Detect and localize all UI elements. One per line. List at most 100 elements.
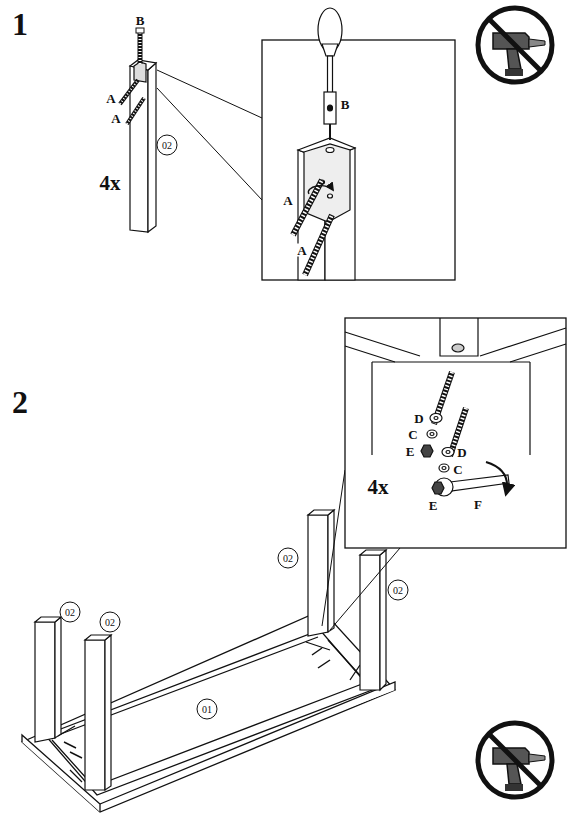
part-letter: D	[456, 446, 467, 459]
callout-number: 02	[157, 135, 178, 156]
washer-nut	[421, 414, 454, 473]
washer-nut	[442, 448, 454, 457]
hanger-bolt	[293, 180, 322, 235]
step-number: 1	[11, 8, 29, 40]
hanger-bolt	[120, 80, 138, 104]
hanger-bolt	[120, 80, 138, 104]
dowel-screw	[324, 92, 336, 124]
leader-line	[157, 70, 262, 118]
callout-number: 02	[60, 602, 81, 623]
detail-frame	[262, 40, 455, 280]
table-leg	[360, 550, 386, 555]
dowel-screw	[136, 28, 144, 64]
table-leg	[55, 617, 61, 738]
table-leg	[35, 617, 61, 622]
table-leg	[308, 510, 334, 515]
hanger-bolt	[120, 80, 144, 124]
part-letter: D	[413, 412, 424, 425]
part-letter: B	[340, 98, 351, 111]
leader-line	[322, 470, 345, 626]
callout-number: 02	[100, 612, 121, 633]
hanger-bolt	[293, 180, 333, 275]
table-leg	[130, 66, 148, 232]
hanger-bolt	[305, 215, 332, 275]
table-leg	[328, 510, 334, 632]
dowel-screw	[328, 105, 333, 111]
small-bolts	[318, 660, 330, 668]
table-leg	[326, 148, 334, 153]
seat-board	[22, 610, 395, 812]
part-letter: A	[105, 92, 116, 105]
wrench	[450, 475, 509, 491]
turn-arrow	[486, 462, 507, 494]
quantity: 4x	[367, 477, 390, 498]
hanger-bolt	[434, 372, 452, 424]
part-letter: C	[407, 428, 418, 441]
hanger-bolt	[127, 98, 144, 124]
seat-board	[45, 630, 372, 795]
table-leg	[304, 144, 350, 222]
small-bolts	[70, 752, 82, 758]
dowel-screw	[138, 30, 143, 64]
bench-corner	[345, 332, 420, 362]
washer-nut	[442, 467, 446, 470]
washer-nut	[430, 433, 434, 436]
table-leg	[134, 62, 146, 82]
callout-number: 01	[197, 699, 218, 720]
dowel-screw	[136, 28, 144, 33]
no-drill-icon	[478, 723, 552, 797]
bench-corner	[480, 328, 566, 362]
hanger-bolt	[127, 98, 144, 124]
bench-corner	[452, 344, 464, 352]
screwdriver	[328, 56, 333, 96]
small-bolts	[64, 742, 76, 748]
quantity: 4x	[99, 173, 122, 194]
washer-nut	[421, 445, 433, 457]
washer-nut	[430, 414, 442, 423]
screwdriver	[322, 44, 338, 56]
table-leg	[148, 63, 156, 232]
table-leg	[85, 635, 111, 640]
hanger-bolt	[434, 372, 452, 424]
washer-nut	[446, 451, 450, 454]
seat-board	[22, 610, 395, 812]
hanger-bolt	[305, 215, 332, 275]
washer-nut	[439, 464, 449, 472]
detail-frame	[345, 318, 566, 548]
seat-board	[52, 637, 366, 789]
table-leg	[328, 194, 333, 198]
part-letter: A	[110, 112, 121, 125]
washer-nut	[434, 417, 438, 420]
table-leg	[35, 622, 55, 742]
part-letter: C	[452, 463, 463, 476]
callout-number: 02	[278, 548, 299, 569]
screwdriver	[318, 8, 342, 96]
dowel-screw	[329, 124, 331, 140]
turn-arrow	[486, 462, 507, 494]
bench-corner	[345, 318, 566, 455]
dowel-screw	[139, 30, 142, 64]
bench-corner	[440, 318, 478, 356]
table-leg	[105, 635, 111, 790]
detail-frame	[262, 40, 455, 280]
detail-frame	[345, 318, 566, 548]
leader-line	[157, 88, 262, 200]
no-drill-icon	[478, 8, 552, 82]
dowel-screw	[324, 92, 336, 140]
part-letter: A	[282, 194, 293, 207]
small-bolts	[312, 648, 322, 655]
leader-line	[157, 70, 262, 200]
part-letter: E	[405, 445, 416, 458]
wrench	[432, 482, 444, 494]
callout-number: 02	[388, 580, 409, 601]
bench-corner	[372, 362, 530, 455]
hanger-bolt	[293, 180, 322, 235]
part-letter: F	[473, 498, 483, 511]
step-number: 2	[11, 386, 29, 418]
part-letter: A	[296, 244, 307, 257]
wrench	[432, 475, 509, 496]
table-leg	[308, 515, 328, 636]
